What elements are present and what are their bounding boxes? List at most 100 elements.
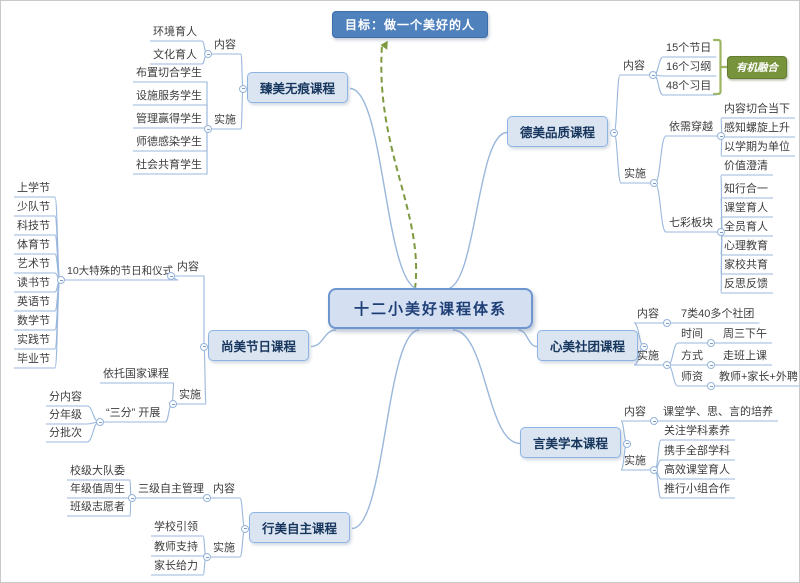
festival-item[interactable]: 实践节 [17,334,50,346]
group-label-content[interactable]: 内容 [213,483,235,495]
collapse-icon[interactable] [610,128,619,137]
leaf-item[interactable]: 知行合一 [724,183,768,195]
leaf-item[interactable]: 分批次 [49,427,82,439]
leaf-item[interactable]: 课堂学、思、言的培养 [663,406,773,418]
leaf-item[interactable]: 反思反馈 [724,278,768,290]
central-topic[interactable]: 十二小美好课程体系 [328,288,534,329]
leaf-item[interactable]: 课堂育人 [724,202,768,214]
collapse-icon[interactable] [203,553,211,561]
branch-shangmei-jieri[interactable]: 尚美节日课程 [208,330,310,361]
leaf-item[interactable]: 师德感染学生 [136,136,202,148]
leaf-item[interactable]: 心理教育 [724,240,768,252]
group-label-content[interactable]: 内容 [637,308,659,320]
festival-item[interactable]: 数学节 [17,315,50,327]
group-label-implement[interactable]: 实施 [213,542,235,554]
collapse-icon[interactable] [204,50,212,58]
branch-xinmei-shetuan[interactable]: 心美社团课程 [537,330,639,361]
festival-item[interactable]: 科技节 [17,220,50,232]
leaf-item[interactable]: 校级大队委 [70,465,125,477]
leaf-item[interactable]: 学校引领 [154,521,198,533]
festival-item[interactable]: 英语节 [17,296,50,308]
leaf-item[interactable]: 年级值周生 [70,483,125,495]
collapse-icon[interactable] [707,339,715,347]
group-label-implement[interactable]: 实施 [624,455,646,467]
collapse-icon[interactable] [128,494,136,502]
leaf-item[interactable]: 教师+家长+外聘 [719,371,798,383]
leaf-item[interactable]: 携手全部学科 [664,445,730,457]
leaf-item[interactable]: 教师支持 [154,541,198,553]
leaf-item[interactable]: 15个节日 [666,42,712,54]
group-label-implement[interactable]: 实施 [214,114,236,126]
collapse-icon[interactable] [650,179,658,187]
merge-annotation[interactable]: 有机融合 [727,56,787,79]
leaf-item[interactable]: 方式 [681,350,703,362]
leaf-item[interactable]: 师资 [681,371,703,383]
leaf-item[interactable]: 价值澄清 [724,160,768,172]
festival-list-label[interactable]: 10大特殊的节日和仪式 [67,265,174,277]
leaf-item[interactable]: 依需穿越 [669,121,713,133]
collapse-icon[interactable] [650,466,658,474]
group-label-content[interactable]: 内容 [177,261,199,273]
branch-demei-pinzhi[interactable]: 德美品质课程 [507,116,609,147]
leaf-item[interactable]: 全员育人 [724,221,768,233]
festival-item[interactable]: 体育节 [17,239,50,251]
leaf-item[interactable]: 设施服务学生 [136,90,202,102]
leaf-item[interactable]: 依托国家课程 [103,368,169,380]
leaf-item[interactable]: 社会共育学生 [136,159,202,171]
collapse-icon[interactable] [57,276,65,284]
collapse-icon[interactable] [96,418,104,426]
collapse-icon[interactable] [239,84,247,93]
collapse-icon[interactable] [707,361,715,369]
festival-item[interactable]: 上学节 [17,182,50,194]
leaf-item[interactable]: 七彩板块 [669,217,713,229]
collapse-icon[interactable] [623,439,632,448]
leaf-item[interactable]: 环境育人 [153,26,197,38]
leaf-item[interactable]: 时间 [681,328,703,340]
leaf-item[interactable]: 48个习目 [666,80,712,92]
group-label-implement[interactable]: 实施 [179,389,201,401]
leaf-item[interactable]: 推行小组合作 [664,483,730,495]
leaf-item[interactable]: “三分” 开展 [106,407,161,419]
leaf-item[interactable]: 16个习纲 [666,61,712,73]
branch-xingmei-zizhu[interactable]: 行美自主课程 [249,512,351,543]
collapse-icon[interactable] [649,71,657,79]
leaf-item[interactable]: 家校共育 [724,259,768,271]
collapse-icon[interactable] [717,132,725,140]
leaf-item[interactable]: 7类40多个社团 [681,308,755,320]
collapse-icon[interactable] [640,342,649,351]
festival-item[interactable]: 少队节 [17,201,50,213]
collapse-icon[interactable] [200,342,208,351]
collapse-icon[interactable] [241,524,249,533]
group-label-content[interactable]: 内容 [624,406,646,418]
leaf-item[interactable]: 班级志愿者 [70,501,125,513]
collapse-icon[interactable] [650,417,658,425]
group-label-implement[interactable]: 实施 [624,168,646,180]
collapse-icon[interactable] [203,494,211,502]
leaf-item[interactable]: 高效课堂育人 [664,464,730,476]
leaf-item[interactable]: 分内容 [49,391,82,403]
leaf-item[interactable]: 家长给力 [154,560,198,572]
leaf-item[interactable]: 感知螺旋上升 [724,122,790,134]
collapse-icon[interactable] [167,272,175,280]
leaf-item[interactable]: 管理赢得学生 [136,113,202,125]
branch-yanmei-xueben[interactable]: 言美学本课程 [520,427,622,458]
goal-node[interactable]: 目标：做一个美好的人 [332,11,489,38]
collapse-icon[interactable] [169,400,177,408]
leaf-item[interactable]: 周三下午 [723,328,767,340]
group-label-implement[interactable]: 实施 [637,350,659,362]
leaf-item[interactable]: 以学期为单位 [724,141,790,153]
leaf-item[interactable]: 分年级 [49,409,82,421]
group-label-content[interactable]: 内容 [623,60,645,72]
leaf-item[interactable]: 布置切合学生 [136,67,202,79]
collapse-icon[interactable] [663,319,671,327]
group-label-content[interactable]: 内容 [214,39,236,51]
festival-item[interactable]: 艺术节 [17,258,50,270]
leaf-item[interactable]: 三级自主管理 [138,483,204,495]
collapse-icon[interactable] [663,361,671,369]
collapse-icon[interactable] [707,382,715,390]
leaf-item[interactable]: 关注学科素养 [664,425,730,437]
festival-item[interactable]: 毕业节 [17,353,50,365]
branch-zhenmei-wuhen[interactable]: 臻美无痕课程 [247,72,349,103]
collapse-icon[interactable] [204,125,212,133]
festival-item[interactable]: 读书节 [17,277,50,289]
